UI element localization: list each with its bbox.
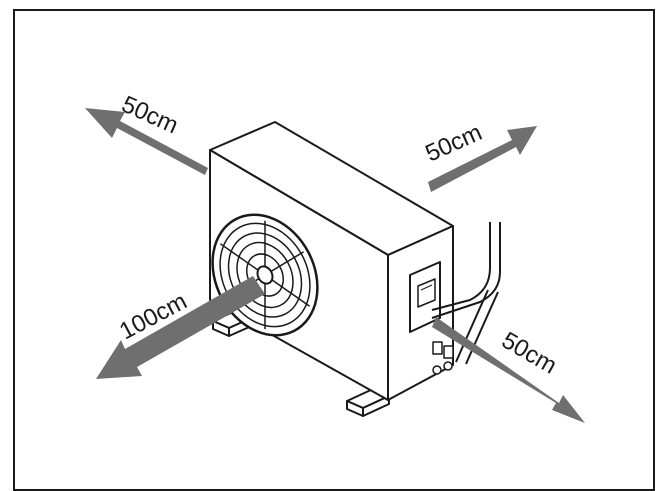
service-valves bbox=[432, 341, 454, 375]
drain-pipe bbox=[455, 289, 499, 365]
arrow-top-left bbox=[85, 108, 208, 175]
diagram-frame bbox=[13, 9, 655, 491]
refrigerant-pipes bbox=[431, 222, 501, 319]
arrow-left bbox=[96, 276, 265, 379]
service-panel bbox=[409, 261, 441, 333]
outdoor-unit bbox=[209, 121, 501, 417]
arrow-top-right bbox=[428, 126, 537, 192]
arrow-right bbox=[432, 317, 585, 423]
